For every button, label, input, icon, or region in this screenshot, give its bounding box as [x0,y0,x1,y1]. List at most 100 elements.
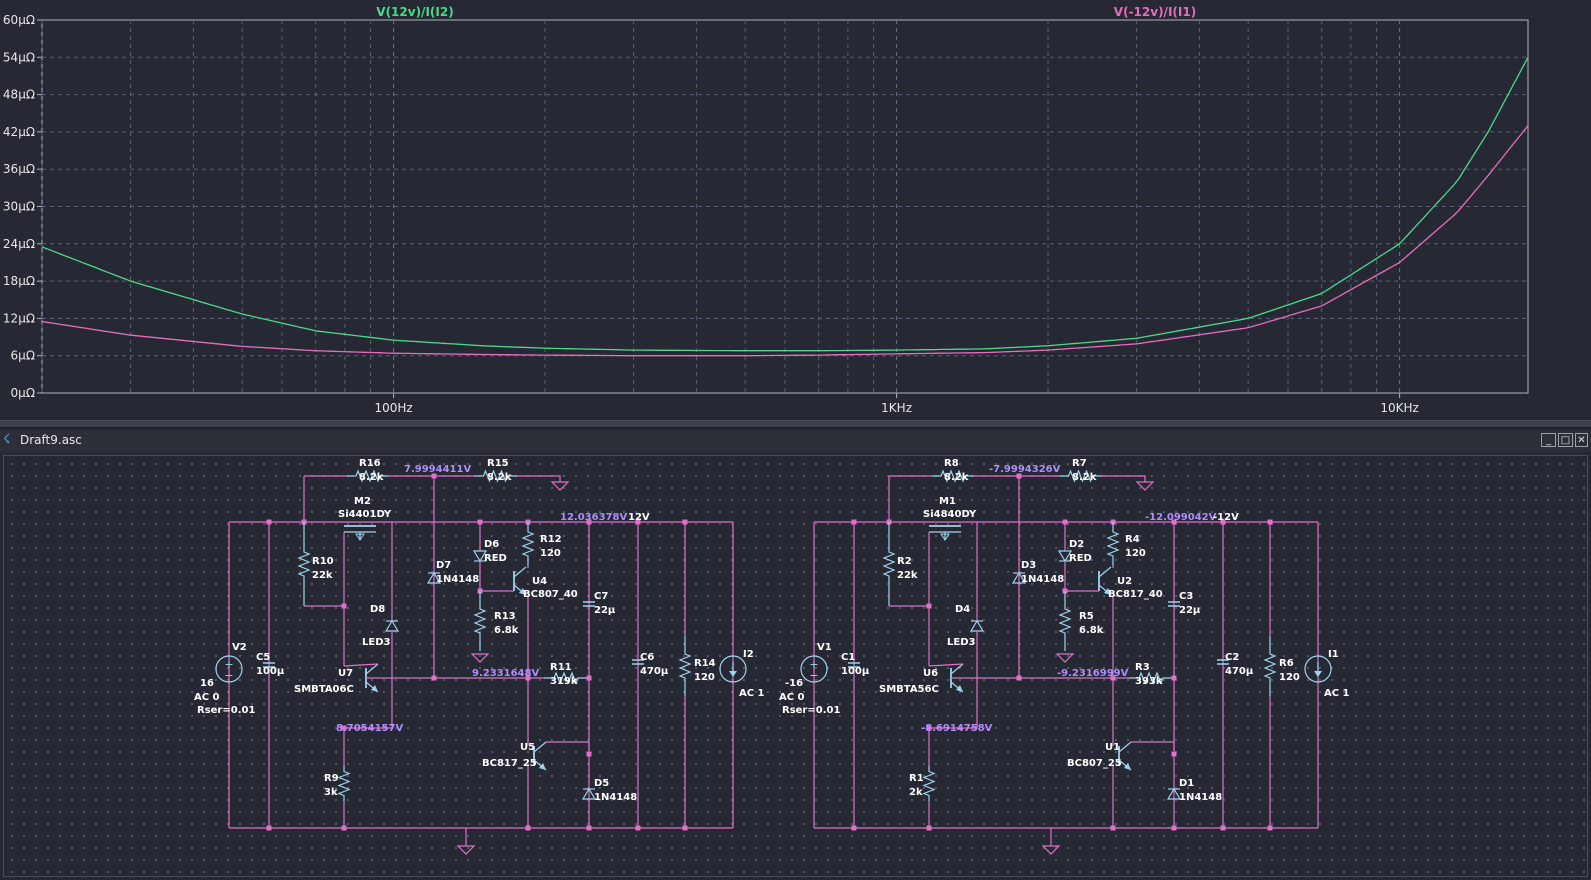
diode-D7[interactable] [426,571,442,584]
label-U7-value: SMBTA06C [294,684,354,695]
diode-D5[interactable] [581,787,597,800]
mosfet-M1[interactable] [929,525,961,541]
wire[interactable] [546,741,590,751]
junction [341,725,347,731]
label-V2-rser: Rser=0.01 [197,705,255,716]
resistor-R13[interactable] [473,591,487,651]
resistor-R10[interactable] [297,522,311,606]
ground-symbol-bottom [1041,845,1061,855]
label-C7-value: 22µ [594,605,616,616]
label-M1-ref: M1 [939,496,956,507]
label-V1-ac: AC 0 [779,692,805,703]
resistor-R15[interactable] [474,469,517,483]
schematic-canvas[interactable]: +−R168.2kR158.2kM2Si4401DYR1022kD71N4148… [4,456,1588,877]
close-button[interactable]: ✕ [1575,433,1588,447]
junction [431,675,437,681]
diode-D1[interactable] [1166,787,1182,800]
transistor-U2[interactable] [1098,566,1112,596]
transistor-U4[interactable] [513,566,527,596]
label-D2-value: RED [1069,553,1092,564]
led-D4[interactable] [969,619,985,632]
node-voltage-base: -9.2316999V [1057,668,1129,679]
label-U1-value: BC807_25 [1067,758,1122,769]
voltage-source-V1[interactable]: +− [800,655,828,683]
label-D7-ref: D7 [436,560,451,571]
resistor-R7[interactable] [1059,469,1102,483]
schematic-window-titlebar[interactable]: ☇ Draft9.asc _ □ ✕ [0,430,1591,452]
label-C7-ref: C7 [594,591,608,602]
x-tick-label: 1KHz [881,401,912,415]
capacitor-C6[interactable] [632,659,644,665]
wire[interactable] [1102,475,1146,482]
ground-symbol-top [550,481,570,491]
voltage-source-V2[interactable]: +− [215,655,243,683]
resistor-R14[interactable] [678,636,692,696]
negative-regulator-circuit[interactable]: +−R88.2kR78.2kM1Si4840DYR222kD31N4148D2R… [779,458,1350,855]
junction [851,825,857,831]
label-R6-value: 120 [1279,672,1300,683]
y-tick-label: 0µΩ [11,386,35,400]
current-source-I2[interactable] [719,655,747,683]
label-R9-ref: R9 [324,773,339,784]
wire[interactable] [928,663,964,667]
transistor-U6[interactable] [950,663,964,693]
minimize-button[interactable]: _ [1541,433,1556,447]
wire[interactable] [929,631,978,729]
capacitor-C5[interactable] [263,662,275,668]
mosfet-M2[interactable] [344,525,376,541]
label-U6-ref: U6 [923,668,938,679]
capacitor-C1[interactable] [848,662,860,668]
label-R15-value: 8.2k [487,472,512,483]
wire[interactable] [343,663,379,667]
ground-symbol-led [1055,653,1075,663]
label-D7-value: 1N4148 [436,574,479,585]
wire[interactable] [1131,741,1175,751]
trace-legend-v12[interactable]: V(12v)/I(I2) [376,5,453,19]
diode-D3[interactable] [1011,571,1027,584]
label-R3-ref: R3 [1135,662,1150,673]
trace-legend-vneg12[interactable]: V(-12v)/I(I1) [1114,5,1196,19]
label-R14-value: 120 [694,672,715,683]
capacitor-C2[interactable] [1217,659,1229,665]
resistor-R9[interactable] [337,766,351,801]
label-M2-value: Si4401DY [338,509,392,520]
resistor-R5[interactable] [1058,591,1072,651]
resistor-R4[interactable] [1106,522,1120,566]
resistor-R16[interactable] [347,469,389,483]
resistor-R11[interactable] [544,671,588,685]
transistor-U1[interactable] [1118,741,1132,771]
resistor-R3[interactable] [1129,671,1173,685]
y-tick-label: 24µΩ [3,237,35,251]
wire[interactable] [344,631,393,729]
trace-v12[interactable] [41,56,1529,352]
resistor-R6[interactable] [1263,636,1277,696]
capacitor-C7[interactable] [583,601,595,607]
y-tick-label: 60µΩ [3,13,35,27]
y-tick-label: 42µΩ [3,125,35,139]
junction [926,725,932,731]
transistor-U5[interactable] [533,741,547,771]
node-voltage-rail: -12.099042V [1145,512,1217,523]
resistor-R1[interactable] [922,766,936,801]
label-C5-value: 100µ [256,666,285,677]
wire[interactable] [517,475,561,482]
resistor-R8[interactable] [932,469,974,483]
maximize-button[interactable]: □ [1558,433,1573,447]
resistor-R12[interactable] [521,522,535,566]
label-V2-value: 16 [200,678,214,689]
pane-splitter[interactable] [0,420,1591,428]
label-R1-ref: R1 [909,773,924,784]
led-D8[interactable] [384,619,400,632]
svg-text:+: + [809,658,818,671]
capacitor-C3[interactable] [1168,601,1180,607]
waveform-plot[interactable]: 60µΩ54µΩ48µΩ42µΩ36µΩ30µΩ24µΩ18µΩ12µΩ6µΩ0… [0,0,1591,428]
current-source-I1[interactable] [1304,655,1332,683]
trace-vneg12[interactable] [41,125,1529,357]
label-D5-value: 1N4148 [594,792,637,803]
label-R10-value: 22k [312,570,333,581]
label-R12-value: 120 [540,548,561,559]
resistor-R2[interactable] [882,522,896,606]
positive-regulator-circuit[interactable]: +−R168.2kR158.2kM2Si4401DYR1022kD71N4148… [194,458,765,855]
